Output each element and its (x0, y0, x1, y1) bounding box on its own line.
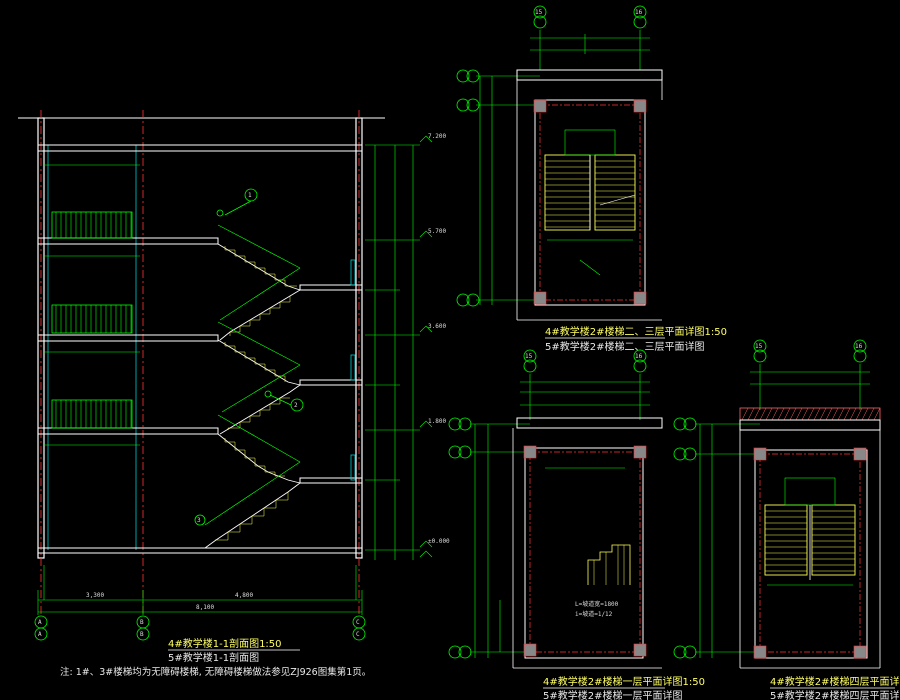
section-title: 4#教学楼1-1剖面图1:50 (168, 637, 282, 650)
svg-text:4,800: 4,800 (235, 592, 253, 599)
svg-text:8,100: 8,100 (196, 604, 214, 611)
axis-bubble-a: A (38, 619, 42, 626)
balcony-railing (51, 211, 133, 429)
parapet-hatch-line (777, 407, 785, 421)
plan-floor-2-3: 15 16 (456, 5, 663, 321)
plan1-axis-15: 15 (535, 9, 543, 16)
parapet-hatch-line (861, 407, 869, 421)
plan-floor-1: 15 16 L=坡道宽=1800 i=坡道=1/12 (448, 349, 663, 669)
section-note: 注: 1#、3#楼梯均为无障碍楼梯, 无障碍楼梯做法参见ZJ926图集第1页。 (60, 666, 371, 678)
plan-mid-title: 4#教学楼2#楼梯二、三层平面详图1:50 (545, 325, 727, 338)
parapet-hatch-line (783, 407, 791, 421)
parapet-hatch-line (819, 407, 827, 421)
parapet-hatch-line (837, 407, 845, 421)
axis-bubble-b: B (140, 619, 144, 626)
axis-bubble-a-lower: A (38, 631, 42, 638)
axis-bubble-c: C (356, 619, 360, 626)
parapet-hatch-line (771, 407, 779, 421)
svg-text:3,300: 3,300 (86, 592, 104, 599)
parapet-hatch-line (747, 407, 755, 421)
svg-text:5.700: 5.700 (428, 228, 446, 235)
plan3-axis-16: 16 (855, 343, 863, 350)
detail-mark-2: 2 (294, 402, 298, 409)
svg-text:3.600: 3.600 (428, 323, 446, 330)
plan3-axis-15: 15 (755, 343, 763, 350)
svg-text:1.800: 1.800 (428, 418, 446, 425)
section-drawing: 7.200 5.700 3.600 1.800 ±0.000 3,300 4,8… (18, 110, 450, 641)
parapet-hatch-line (765, 407, 773, 421)
plan2-axis-15: 15 (525, 353, 533, 360)
parapet-hatch-line (759, 407, 767, 421)
parapet-hatch-line (825, 407, 833, 421)
plan-top-title: 4#教学楼2#楼梯四层平面详图1:50 (770, 675, 900, 688)
parapet-hatch-line (831, 407, 839, 421)
section-subtitle: 5#教学楼1-1剖面图 (168, 651, 259, 664)
parapet-hatch-line (855, 407, 863, 421)
svg-text:±0.000: ±0.000 (428, 538, 450, 545)
parapet-hatch-line (873, 407, 881, 421)
plan-mid-subtitle: 5#教学楼2#楼梯二、三层平面详图 (545, 340, 704, 353)
plan2-axis-16: 16 (635, 353, 643, 360)
plan-top-subtitle: 5#教学楼2#楼梯四层平面详图 (770, 689, 900, 700)
parapet-hatch-line (795, 407, 803, 421)
detail-mark-1: 1 (248, 192, 252, 199)
plan-ground-title: 4#教学楼2#楼梯一层平面详图1:50 (543, 675, 705, 688)
detail-mark-3: 3 (197, 517, 201, 524)
plan-floor-4: 15 16 (673, 339, 881, 669)
parapet-hatch-line (849, 407, 857, 421)
plan-ground-subtitle: 5#教学楼2#楼梯一层平面详图 (543, 689, 682, 700)
parapet-hatch-line (807, 407, 815, 421)
parapet-hatch-line (867, 407, 875, 421)
parapet-hatch-line (789, 407, 797, 421)
svg-text:L=坡道宽=1800: L=坡道宽=1800 (575, 600, 619, 608)
parapet-hatch-line (843, 407, 851, 421)
plan1-axis-16: 16 (635, 9, 643, 16)
parapet-hatch-line (741, 407, 749, 421)
parapet-hatch-line (813, 407, 821, 421)
svg-text:i=坡道=1/12: i=坡道=1/12 (575, 610, 613, 618)
svg-text:7.200: 7.200 (428, 133, 446, 140)
axis-bubble-c-lower: C (356, 631, 360, 638)
parapet-hatch-line (753, 407, 761, 421)
parapet-hatch-line (801, 407, 809, 421)
axis-bubble-b-lower: B (140, 631, 144, 638)
